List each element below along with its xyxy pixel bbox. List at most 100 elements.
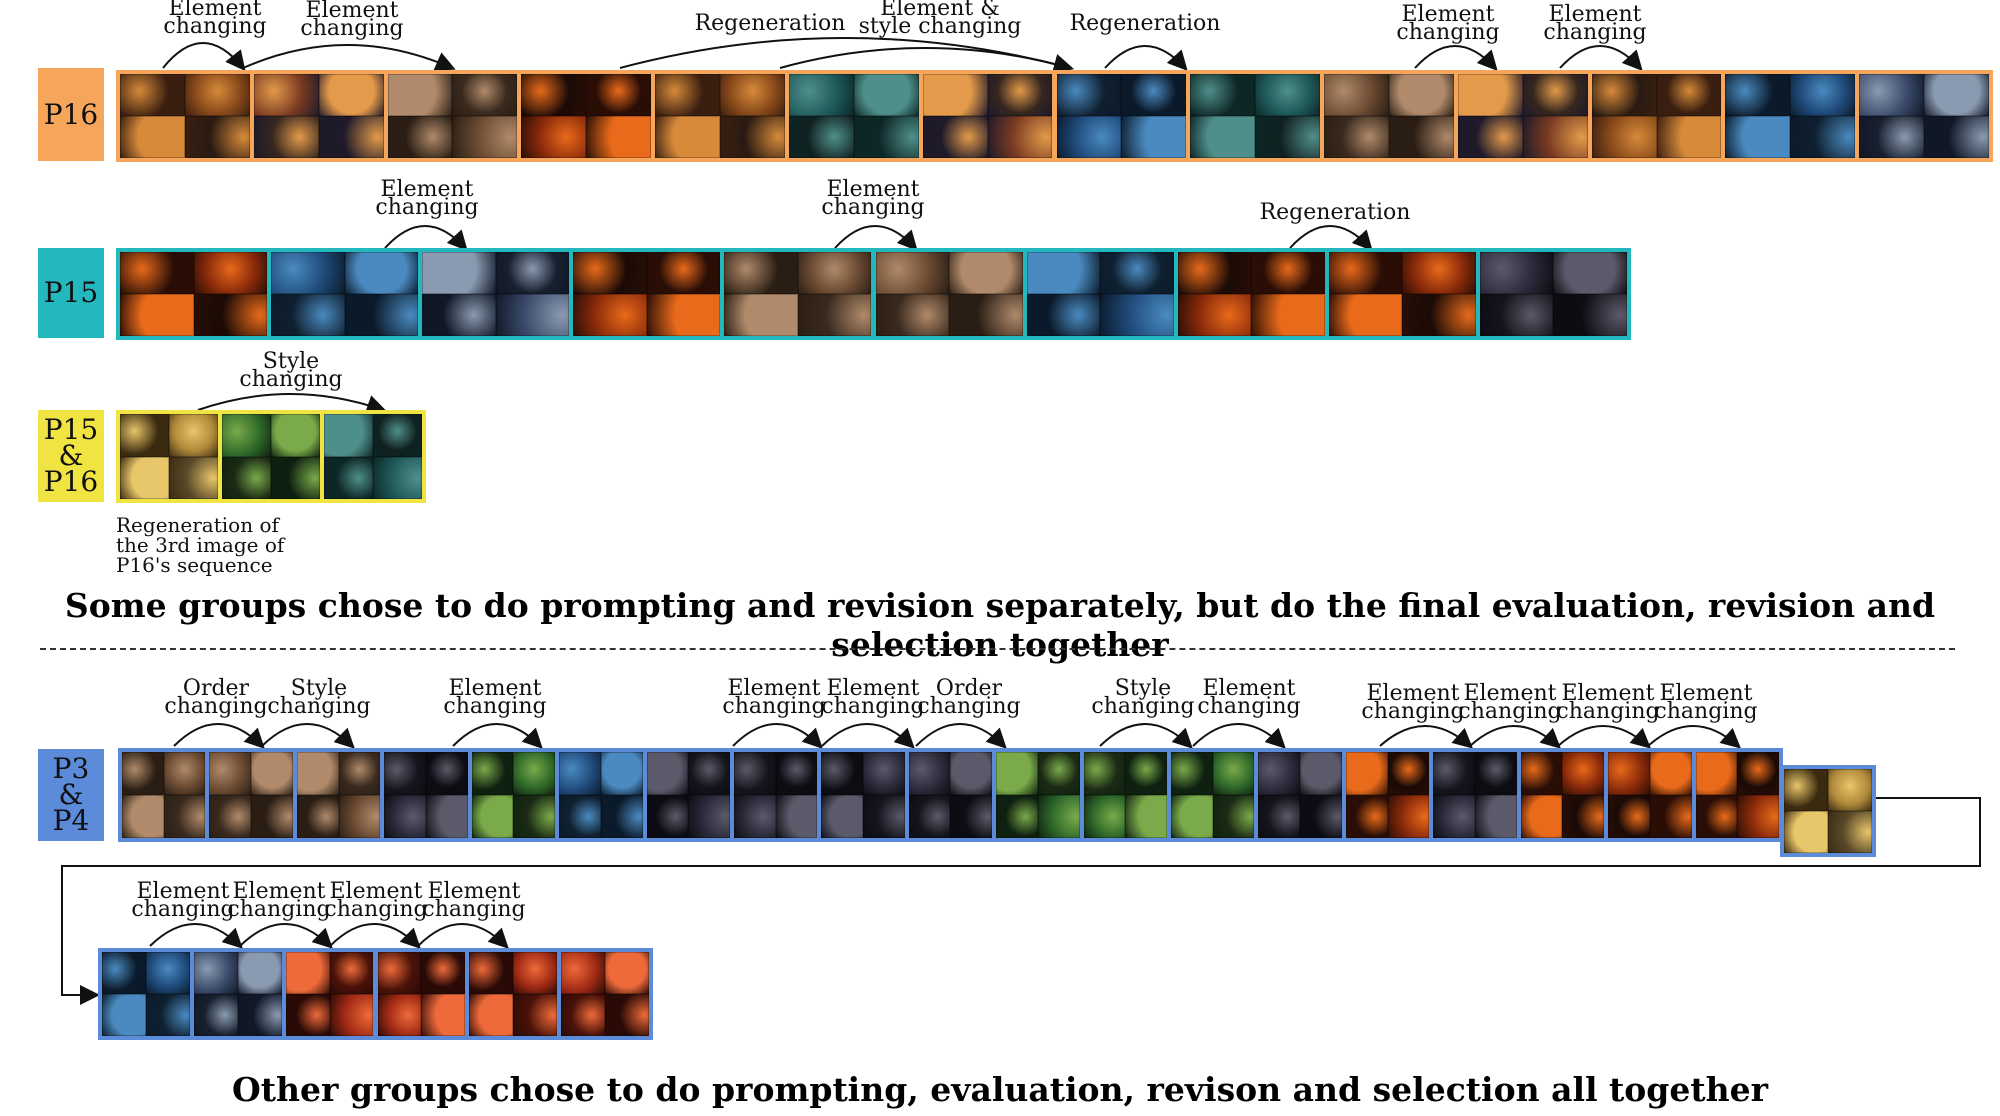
arrow-p34-row2-1	[149, 923, 243, 949]
arrow-p15-2	[834, 225, 918, 251]
p15-p16-image-3	[324, 414, 422, 499]
annotation-p16-5: Regeneration	[1069, 11, 1221, 36]
heading-together: Other groups chose to do prompting, eval…	[232, 1070, 1768, 1109]
p15-image-3	[422, 252, 570, 336]
p3-p4-image-19	[1695, 752, 1779, 838]
annotation-p34-4: Element changing	[722, 676, 826, 719]
arrow-p34-9	[1379, 725, 1473, 749]
annotation-p16-7: Element changing	[1543, 2, 1647, 45]
annotation-p34-5: Element changing	[821, 676, 925, 719]
annotation-p16-2: Element changing	[300, 0, 404, 41]
arrow-p34-row2-2	[239, 923, 333, 949]
note-regeneration: Regeneration of the 3rd image of P16's s…	[116, 513, 285, 577]
p15-image-1	[120, 252, 268, 336]
p16-image-6	[788, 74, 919, 158]
image-sequence-p16	[116, 70, 1993, 162]
annotation-p34-10: Element changing	[1458, 681, 1562, 724]
arrow-p34-2	[261, 723, 355, 749]
p15-image-4	[573, 252, 721, 336]
p16-image-10	[1324, 74, 1454, 158]
arrow-p34-4	[732, 723, 823, 749]
arrow-p34-12	[1647, 725, 1741, 749]
p16-image-3	[387, 74, 518, 158]
annotation-p15-2: Element changing	[821, 177, 925, 220]
annotation-p34-row2-4: Element changing	[422, 879, 526, 922]
p3-p4-image-6	[559, 752, 643, 838]
p3-p4-image-12	[1083, 752, 1168, 838]
p3-p4-image-9	[821, 752, 905, 838]
arrow-p16-4	[779, 47, 1074, 74]
arrow-p34-row2-4	[417, 923, 509, 949]
arrow-p34-row2-3	[329, 923, 421, 949]
arrow-p34-7	[1099, 723, 1193, 749]
p3-p4-image-10	[908, 752, 993, 838]
annotation-p34-6: Order changing	[917, 676, 1021, 719]
arrow-p15-p16-1	[197, 393, 387, 415]
p3-p4-image-16	[1433, 752, 1517, 838]
p3-p4-image-14	[1258, 752, 1342, 838]
image-sequence-p3-p4-last	[1780, 765, 1876, 857]
arrow-p15-1	[384, 225, 468, 251]
annotation-p16-3: Regeneration	[694, 11, 846, 36]
p15-image-9	[1328, 252, 1476, 336]
annotation-p34-12: Element changing	[1654, 681, 1758, 724]
annotation-p34-row2-2: Element changing	[227, 879, 331, 922]
annotation-p34-row2-1: Element changing	[131, 879, 235, 922]
arrow-p16-6	[1414, 45, 1498, 71]
arrow-p34-5	[821, 723, 915, 749]
p16-image-12	[1591, 74, 1722, 158]
wrap-connector	[61, 797, 1981, 1005]
arrow-p16-2	[242, 44, 456, 71]
p3-p4-image-1	[122, 752, 206, 838]
row-tag-p15: P15	[38, 248, 104, 338]
p16-image-13	[1725, 74, 1856, 158]
arrow-p34-10	[1469, 725, 1561, 749]
p3-p4-image-5	[471, 752, 556, 838]
p3-p4-image-18	[1608, 752, 1692, 838]
image-sequence-p15	[116, 248, 1631, 340]
p16-image-1	[120, 74, 250, 158]
row-tag-p15-p16: P15 & P16	[38, 410, 104, 502]
annotation-p34-row2-3: Element changing	[324, 879, 428, 922]
annotation-p34-3: Element changing	[443, 676, 547, 719]
p15-image-5	[724, 252, 872, 336]
annotation-p16-4: Element & style changing	[858, 0, 1022, 39]
annotation-p16-6: Element changing	[1396, 2, 1500, 45]
arrow-p16-5	[1104, 45, 1188, 71]
p16-image-11	[1457, 74, 1588, 158]
p3-p4-image-11	[996, 752, 1080, 838]
image-sequence-p3-p4-continued	[98, 948, 653, 1040]
p16-image-2	[253, 74, 384, 158]
row-tag-p3-p4: P3 & P4	[38, 749, 104, 841]
annotation-p15-1: Element changing	[375, 177, 479, 220]
p3-p4-image-15	[1345, 752, 1430, 838]
p16-image-7	[922, 74, 1053, 158]
arrow-p34-8	[1192, 723, 1286, 749]
p3-p4-row2-image-1	[102, 952, 190, 1036]
annotation-p34-9: Element changing	[1361, 681, 1465, 724]
p15-image-2	[271, 252, 419, 336]
arrow-p16-7	[1559, 45, 1643, 71]
p3-p4-image-3	[296, 752, 381, 838]
divider	[40, 648, 1955, 650]
annotation-p34-2: Style changing	[267, 676, 371, 719]
p3-p4-last-image-1	[1784, 769, 1872, 853]
p15-image-10	[1479, 252, 1627, 336]
p3-p4-row2-image-2	[193, 952, 282, 1036]
p3-p4-image-13	[1171, 752, 1255, 838]
annotation-p15-p16-1: Style changing	[239, 349, 343, 392]
heading-separate: Some groups chose to do prompting and re…	[64, 586, 1936, 664]
p3-p4-image-4	[384, 752, 468, 838]
image-sequence-p3-p4	[118, 748, 1783, 842]
p15-p16-image-1	[120, 414, 218, 499]
row-tag-p16: P16	[38, 68, 104, 161]
p16-image-9	[1190, 74, 1321, 158]
arrow-p34-6	[915, 723, 1007, 749]
arrow-p16-1	[162, 42, 246, 72]
p16-image-4	[521, 74, 652, 158]
p3-p4-row2-image-5	[469, 952, 558, 1036]
p3-p4-row2-image-6	[561, 952, 649, 1036]
annotation-p16-1: Element changing	[163, 0, 267, 39]
annotation-p34-11: Element changing	[1556, 681, 1660, 724]
